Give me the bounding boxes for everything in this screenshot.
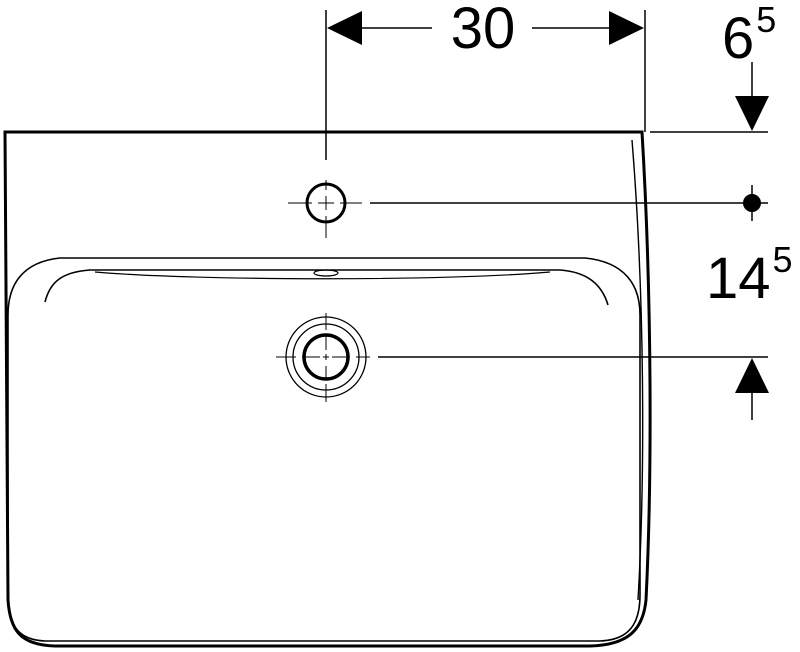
dimension-horizontal: 30: [325, 0, 646, 160]
tap-hole-spacing-label: 30: [451, 0, 516, 61]
drain: [276, 313, 370, 402]
arrow-down: [735, 96, 769, 131]
arrow-up: [735, 358, 769, 393]
arrow-left: [327, 11, 362, 45]
tap-hole: [288, 180, 362, 238]
top-offset-label: 65: [722, 0, 776, 71]
vertical-offset-label: 145: [706, 239, 793, 311]
arrow-right: [609, 11, 644, 45]
basin-outline: [3, 130, 652, 648]
bowl-overflow-lip: [94, 271, 551, 280]
bowl-inner-shelf: [44, 269, 609, 306]
overflow-hole: [313, 269, 339, 277]
bowl-rim: [7, 257, 641, 642]
dimension-vertical: 65 145: [370, 0, 793, 420]
basin-side-edge: [631, 139, 644, 601]
